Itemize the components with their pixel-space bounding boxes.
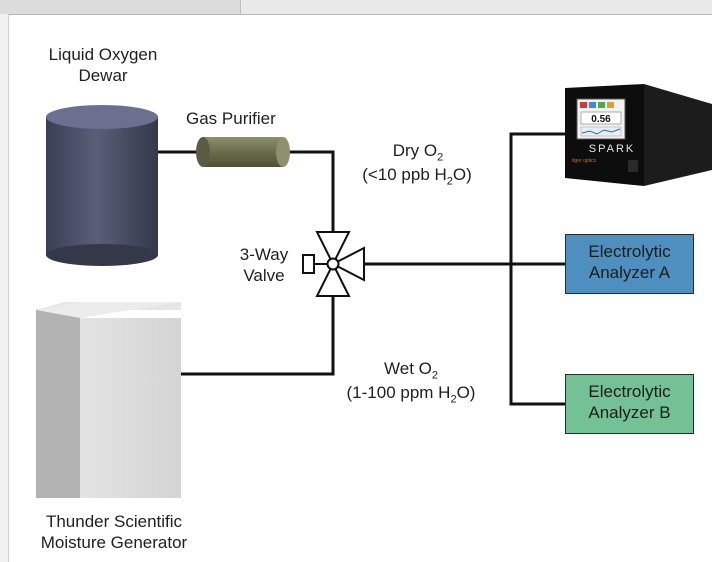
piping bbox=[157, 132, 565, 406]
pipe-manifold bbox=[509, 132, 565, 406]
electrolytic-analyzer-a: Electrolytic Analyzer A bbox=[565, 234, 694, 294]
spark-analyzer-device bbox=[565, 84, 712, 186]
wet-o2-spec: (1-100 ppm H2O) bbox=[346, 383, 476, 406]
window-top-bar bbox=[0, 0, 712, 15]
purifier-label: Gas Purifier bbox=[186, 109, 276, 128]
spark-brand-label: SPARK bbox=[589, 143, 635, 155]
moisture-generator-box bbox=[36, 302, 181, 498]
window-left-bar bbox=[0, 14, 9, 562]
spark-logo: tiger optics bbox=[572, 158, 597, 164]
gas-purifier-cylinder bbox=[196, 137, 290, 167]
wet-o2-label: Wet O2 bbox=[384, 359, 438, 382]
valve-label: 3-Way Valve bbox=[239, 245, 289, 285]
dry-o2-label: Dry O2 bbox=[392, 141, 444, 164]
pipe-purifier-valve bbox=[287, 150, 335, 232]
electrolytic-analyzer-b: Electrolytic Analyzer B bbox=[565, 374, 694, 434]
generator-label: Thunder Scientific Moisture Generator bbox=[40, 512, 188, 552]
window-tab bbox=[0, 0, 241, 14]
pipe-generator-valve bbox=[180, 296, 335, 376]
spark-reading: 0.56 bbox=[591, 114, 611, 125]
dry-o2-spec: (<10 ppb H2O) bbox=[362, 165, 472, 188]
three-way-valve-icon bbox=[302, 231, 365, 297]
dewar-label: Liquid Oxygen Dewar bbox=[48, 45, 158, 85]
dewar-cylinder bbox=[46, 105, 158, 266]
